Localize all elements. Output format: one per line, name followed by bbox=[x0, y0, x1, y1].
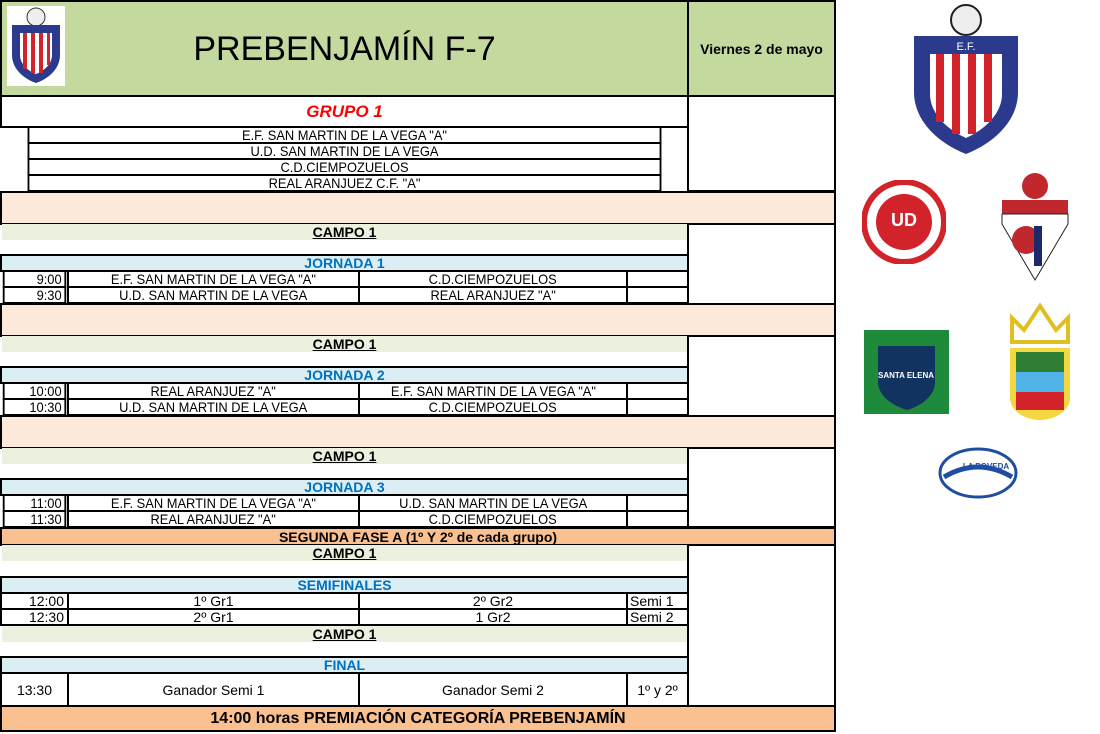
svg-text:E.F.: E.F. bbox=[957, 41, 976, 53]
final-time: 13:30 bbox=[0, 672, 69, 707]
ef-san-martin-logo bbox=[7, 6, 65, 86]
final-note: 1º y 2º bbox=[626, 672, 689, 707]
match-home-text: E.F. SAN MARTIN DE LA VEGA "A" bbox=[110, 495, 317, 511]
match-time: 9:30 bbox=[2, 286, 67, 304]
spacer-band bbox=[0, 191, 836, 225]
match-away-text: REAL ARANJUEZ "A" bbox=[430, 287, 556, 303]
match-away-text: C.D.CIEMPOZUELOS bbox=[428, 511, 558, 527]
ef-san-martin-large-logo: E.F. bbox=[910, 4, 1022, 156]
match-home-text: REAL ARANJUEZ "A" bbox=[150, 511, 277, 527]
match-away: C.D.CIEMPOZUELOS bbox=[358, 398, 628, 416]
field-label: CAMPO 1 bbox=[2, 626, 687, 642]
svg-text:SANTA ELENA: SANTA ELENA bbox=[878, 371, 934, 380]
right-cell bbox=[687, 335, 836, 417]
match-home-text: E.F. SAN MARTIN DE LA VEGA "A" bbox=[110, 271, 317, 287]
field-label: CAMPO 1 bbox=[2, 448, 687, 464]
match-home: 2º Gr1 bbox=[67, 608, 360, 626]
right-cell bbox=[687, 95, 836, 192]
date-text: Viernes 2 de mayo bbox=[700, 40, 823, 57]
group-title: GRUPO 1 bbox=[0, 95, 689, 128]
final-away: Ganador Semi 2 bbox=[358, 672, 628, 707]
match-home: REAL ARANJUEZ "A" bbox=[67, 510, 360, 528]
date-cell: Viernes 2 de mayo bbox=[687, 0, 836, 97]
title-text: PREBENJAMÍN F-7 bbox=[193, 29, 496, 68]
santa-elena-logo: SANTA ELENA bbox=[864, 330, 949, 414]
awards-banner: 14:00 horas PREMIACIÓN CATEGORÍA PREBENJ… bbox=[0, 705, 836, 732]
right-cell bbox=[687, 544, 836, 707]
match-note bbox=[626, 510, 689, 528]
spacer-band bbox=[0, 415, 836, 449]
match-home-text: REAL ARANJUEZ "A" bbox=[150, 383, 277, 399]
match-time: 10:30 bbox=[2, 398, 67, 416]
match-away-text: U.D. SAN MARTIN DE LA VEGA bbox=[398, 495, 587, 511]
group-team: REAL ARANJUEZ C.F. "A" bbox=[27, 174, 662, 192]
match-home-text: U.D. SAN MARTIN DE LA VEGA bbox=[119, 399, 308, 415]
ud-san-martin-logo: UD bbox=[862, 180, 946, 264]
crown-shield-logo bbox=[980, 298, 1100, 423]
field-label: CAMPO 1 bbox=[2, 545, 687, 561]
field-label: CAMPO 1 bbox=[2, 336, 687, 352]
field-label: CAMPO 1 bbox=[2, 224, 687, 240]
match-time: 12:30 bbox=[0, 608, 69, 626]
final-home: Ganador Semi 1 bbox=[67, 672, 360, 707]
right-cell bbox=[687, 223, 836, 305]
match-away: REAL ARANJUEZ "A" bbox=[358, 286, 628, 304]
right-cell bbox=[687, 447, 836, 528]
match-note bbox=[626, 286, 689, 304]
page-title: PREBENJAMÍN F-7 bbox=[0, 0, 689, 97]
match-home-text: U.D. SAN MARTIN DE LA VEGA bbox=[119, 287, 308, 303]
round-title: JORNADA 3 bbox=[0, 478, 689, 496]
match-note: Semi 2 bbox=[626, 608, 689, 626]
match-away: C.D.CIEMPOZUELOS bbox=[358, 510, 628, 528]
svg-text:LA POVEDA: LA POVEDA bbox=[963, 462, 1010, 471]
match-away-text: C.D.CIEMPOZUELOS bbox=[428, 399, 558, 415]
match-away-text: E.F. SAN MARTIN DE LA VEGA "A" bbox=[390, 383, 596, 399]
spacer-band bbox=[0, 303, 836, 337]
match-home: U.D. SAN MARTIN DE LA VEGA bbox=[67, 398, 360, 416]
match-note bbox=[626, 398, 689, 416]
match-away-text: C.D.CIEMPOZUELOS bbox=[428, 271, 558, 287]
real-aranjuez-logo bbox=[996, 170, 1074, 283]
la-poveda-logo: LA POVEDA bbox=[938, 447, 1018, 499]
match-home: U.D. SAN MARTIN DE LA VEGA bbox=[67, 286, 360, 304]
match-time: 11:30 bbox=[2, 510, 67, 528]
match-away: 1 Gr2 bbox=[358, 608, 628, 626]
svg-text:UD: UD bbox=[891, 210, 917, 230]
